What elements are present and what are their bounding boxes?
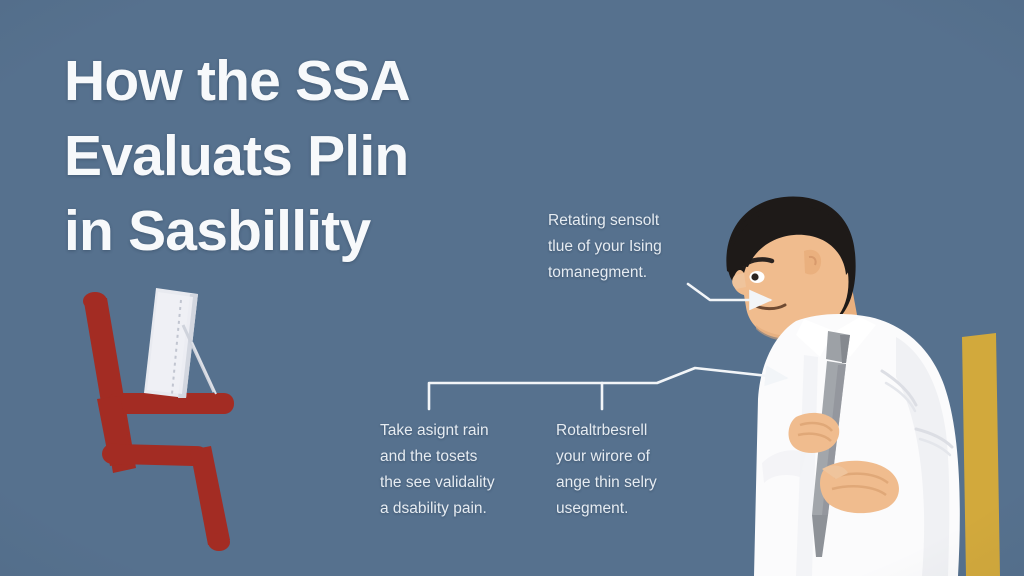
page-title: How the SSA Evaluats Plin in Sasbillity	[64, 44, 584, 269]
sleeve-crease	[880, 369, 918, 407]
shirt-cuff	[762, 450, 806, 483]
hair-fringe	[730, 206, 853, 275]
annotation-work-assessment-line-3: ange thin selry	[556, 474, 657, 491]
knuckle-line	[799, 421, 833, 432]
yellow-chair-back	[962, 333, 1000, 576]
annotation-work-assessment-line-2: your wirore of	[556, 448, 650, 465]
annotation-work-assessment-line-1: Rotaltrbesrell	[556, 422, 648, 439]
ear	[804, 249, 822, 275]
ear-inner	[808, 255, 817, 266]
annotation-pain-validity-line-1: Take asignt rain	[380, 422, 489, 439]
eye-pupil	[751, 273, 759, 281]
connector-bracket-to-torso	[427, 365, 789, 411]
annotation-pain-validity-line-3: the see validality	[380, 474, 495, 491]
title-line-3: in Sasbillity	[64, 199, 371, 263]
annotation-neck-posture-line-1: Retating sensolt	[548, 212, 660, 229]
seated-man-back-pain-illustration	[726, 196, 1000, 576]
annotation-neck-posture-line-2: tlue of your Ising	[548, 238, 662, 255]
annotation-pain-validity-line-2: and the tosets	[380, 448, 478, 465]
title-line-2: Evaluats Plin	[64, 124, 409, 188]
annotation-pain-validity: Take asignt rain and the tosets the see …	[380, 418, 495, 522]
annotation-pain-validity-line-4: a dsability pain.	[380, 500, 487, 517]
annotation-neck-posture-line-3: tomanegment.	[548, 264, 648, 281]
annotation-work-assessment: Rotaltrbesrell your wirore of ange thin …	[556, 418, 657, 522]
red-chair-silhouette	[83, 292, 234, 551]
title-line-1: How the SSA	[64, 49, 411, 113]
hands-on-torso	[788, 412, 899, 514]
monitor-hinge-seam	[171, 299, 182, 395]
white-monitor-panel	[144, 288, 198, 398]
annotation-neck-posture: Retating sensolt tlue of your Ising toma…	[548, 208, 662, 286]
white-dress-shirt	[754, 313, 960, 576]
monitor-stand-leg-inner	[191, 341, 217, 395]
connector-arrow-to-head	[686, 282, 773, 311]
desk-chair-monitor-illustration	[83, 288, 234, 551]
annotation-work-assessment-line-4: usegment.	[556, 500, 629, 517]
